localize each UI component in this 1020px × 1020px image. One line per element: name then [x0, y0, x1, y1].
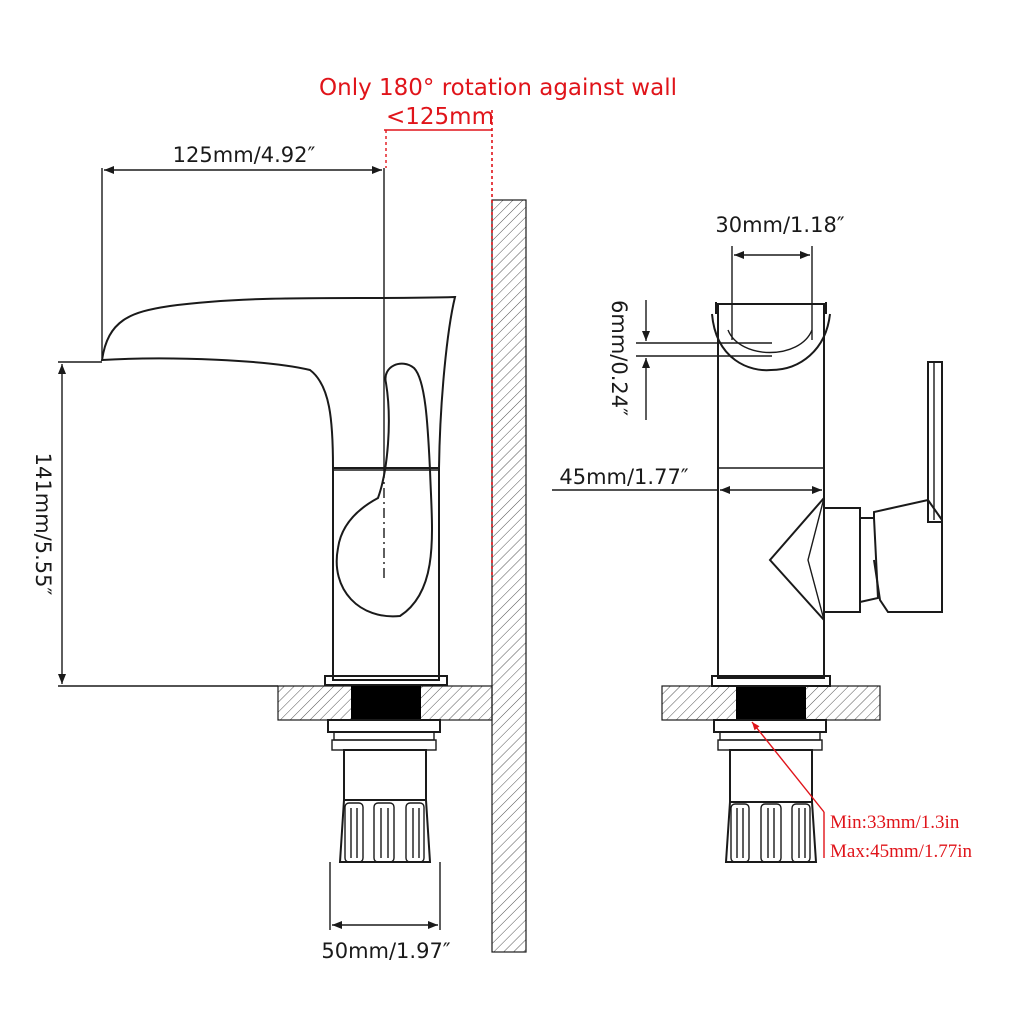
- spout-height-label: 141mm/5.55″: [31, 453, 55, 596]
- spout-reach-label: 125mm/4.92″: [173, 143, 316, 167]
- wall: [491, 199, 527, 953]
- front-view: 30mm/1.18″ 6mm/0.24″ 45mm/1.77″ Min:33mm…: [552, 213, 972, 863]
- max-thickness-note: Max:45mm/1.77in: [830, 841, 972, 862]
- top-depth-label: 6mm/0.24″: [607, 300, 631, 416]
- dimension-base-diameter: 50mm/1.97″: [321, 862, 451, 963]
- dimension-spout-height: 141mm/5.55″: [31, 361, 278, 687]
- clearance-note: <125mm: [386, 104, 494, 130]
- faucet-body-left: [100, 295, 457, 686]
- dimension-top-width: 30mm/1.18″: [715, 213, 845, 340]
- faucet-body-right: [711, 302, 943, 687]
- fittings-right: [713, 719, 827, 863]
- dimension-spout-reach: 125mm/4.92″: [101, 143, 385, 578]
- gasket-right: [736, 686, 806, 720]
- fittings-left: [327, 719, 441, 863]
- body-width-label: 45mm/1.77″: [559, 465, 688, 489]
- rotation-note: Only 180° rotation against wall: [319, 75, 677, 101]
- min-thickness-note: Min:33mm/1.3in: [830, 812, 960, 833]
- dimension-top-depth: 6mm/0.24″: [607, 300, 772, 420]
- countertop-thickness-callout: Min:33mm/1.3in Max:45mm/1.77in: [751, 721, 972, 862]
- gasket-left: [351, 686, 421, 720]
- dimension-body-width: 45mm/1.77″: [552, 465, 822, 494]
- rotation-clearance: Only 180° rotation against wall <125mm: [319, 75, 677, 580]
- top-width-label: 30mm/1.18″: [715, 213, 844, 237]
- side-view: 125mm/4.92″ Only 180° rotation against w…: [31, 75, 677, 963]
- base-diameter-label: 50mm/1.97″: [321, 939, 450, 963]
